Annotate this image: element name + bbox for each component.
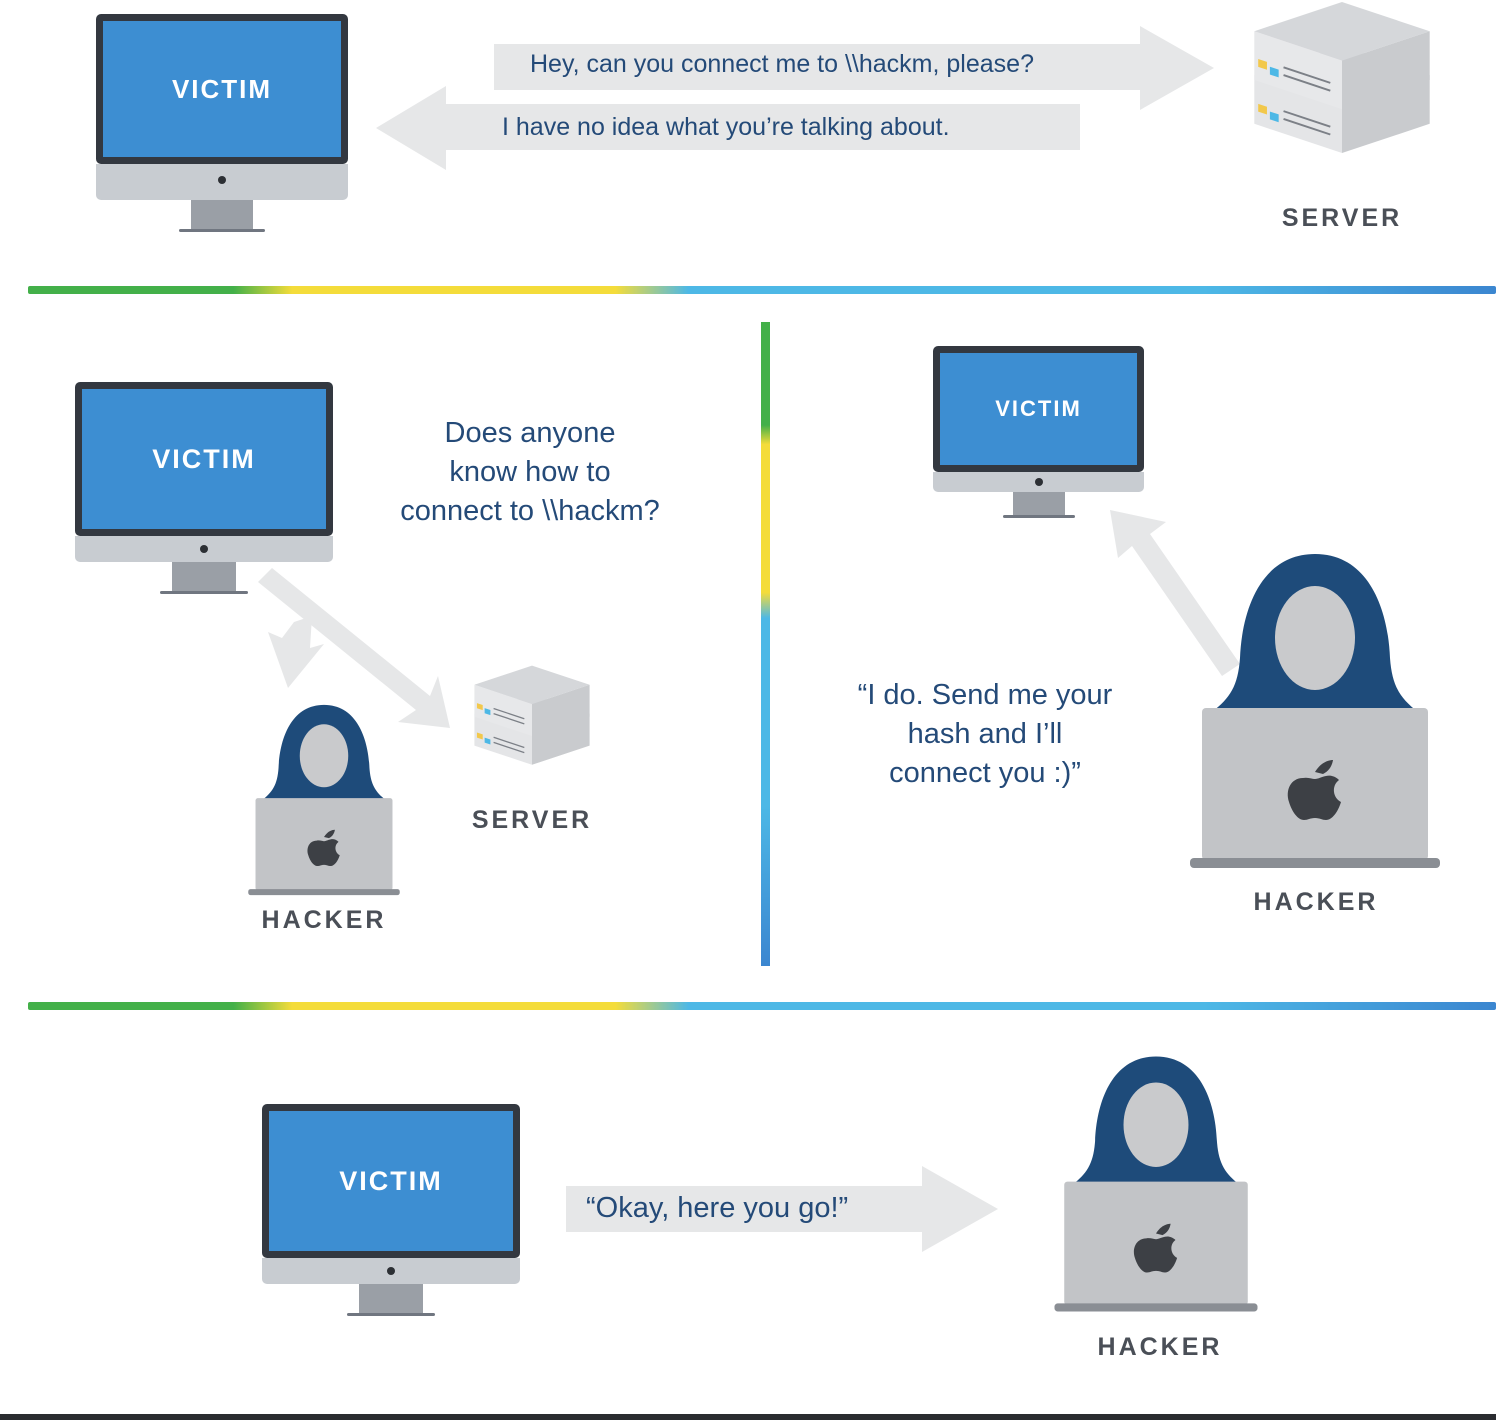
server-label: SERVER <box>471 806 593 834</box>
reply-line-1: “I do. Send me your <box>857 679 1113 711</box>
victim-monitor-bottom: VICTIM <box>262 1104 520 1318</box>
section-divider-bottom <box>28 1002 1496 1010</box>
reply-line-2: hash and I’ll <box>907 718 1063 750</box>
question-text: Does anyone know how to connect to \\hac… <box>360 414 700 531</box>
send-arrow <box>566 1166 998 1252</box>
victim-monitor-top: VICTIM <box>96 14 348 232</box>
response-arrow <box>376 86 1080 170</box>
victim-monitor-middle-right: VICTIM <box>933 346 1144 520</box>
hacker-label: HACKER <box>1253 888 1379 916</box>
request-text: Hey, can you connect me to \\hackm, plea… <box>530 50 1034 78</box>
victim-label: VICTIM <box>103 21 341 157</box>
question-line-3: connect to \\hackm? <box>400 495 660 527</box>
server-icon <box>473 664 591 766</box>
bottom-border <box>0 1414 1496 1420</box>
hacker-reply-text: “I do. Send me your hash and I’ll connec… <box>818 676 1152 793</box>
hacker-to-victim-arrow <box>1110 510 1240 676</box>
question-line-1: Does anyone <box>444 417 616 449</box>
broadcast-arrows <box>258 568 450 728</box>
hacker-icon <box>1190 554 1440 868</box>
victim-label: VICTIM <box>940 353 1137 465</box>
send-text: “Okay, here you go!” <box>586 1192 849 1224</box>
server-icon <box>1253 2 1431 155</box>
request-arrow <box>494 26 1214 110</box>
victim-label: VICTIM <box>82 389 326 529</box>
reply-line-3: connect you :)” <box>889 757 1081 789</box>
victim-monitor-middle-left: VICTIM <box>75 382 333 596</box>
section-divider-vertical <box>761 322 770 966</box>
hacker-icon <box>1054 1056 1258 1312</box>
question-line-2: know how to <box>449 456 611 488</box>
server-label: SERVER <box>1281 204 1403 232</box>
hacker-label: HACKER <box>261 906 387 934</box>
hacker-icon <box>248 704 400 896</box>
victim-label: VICTIM <box>269 1111 513 1251</box>
response-text: I have no idea what you’re talking about… <box>502 113 950 141</box>
hacker-label: HACKER <box>1097 1333 1223 1361</box>
section-divider-top <box>28 286 1496 294</box>
